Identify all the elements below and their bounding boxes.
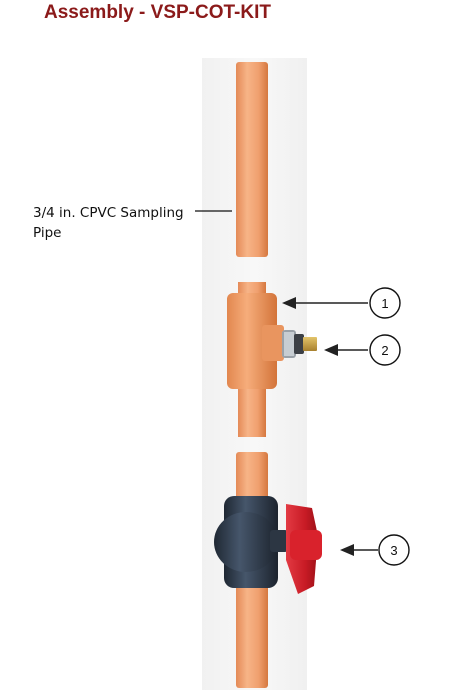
ball-valve [214, 496, 322, 594]
tee-fitting [227, 282, 284, 437]
diagram-title: Assembly - VSP-COT-KIT [44, 2, 271, 23]
callout-3-number: 3 [390, 543, 397, 558]
arrow-2-icon [324, 344, 338, 356]
sample-port-fitting [282, 330, 317, 358]
callout-1: 1 [282, 287, 401, 319]
arrow-1-icon [282, 297, 296, 309]
callout-1-number: 1 [381, 296, 388, 311]
callout-2: 2 [324, 334, 401, 366]
arrow-3-icon [340, 544, 354, 556]
callout-2-number: 2 [381, 343, 388, 358]
sampling-pipe [236, 62, 268, 257]
pipe-label: 3/4 in. CPVC Sampling Pipe [33, 205, 184, 241]
callout-3: 3 [340, 534, 410, 566]
